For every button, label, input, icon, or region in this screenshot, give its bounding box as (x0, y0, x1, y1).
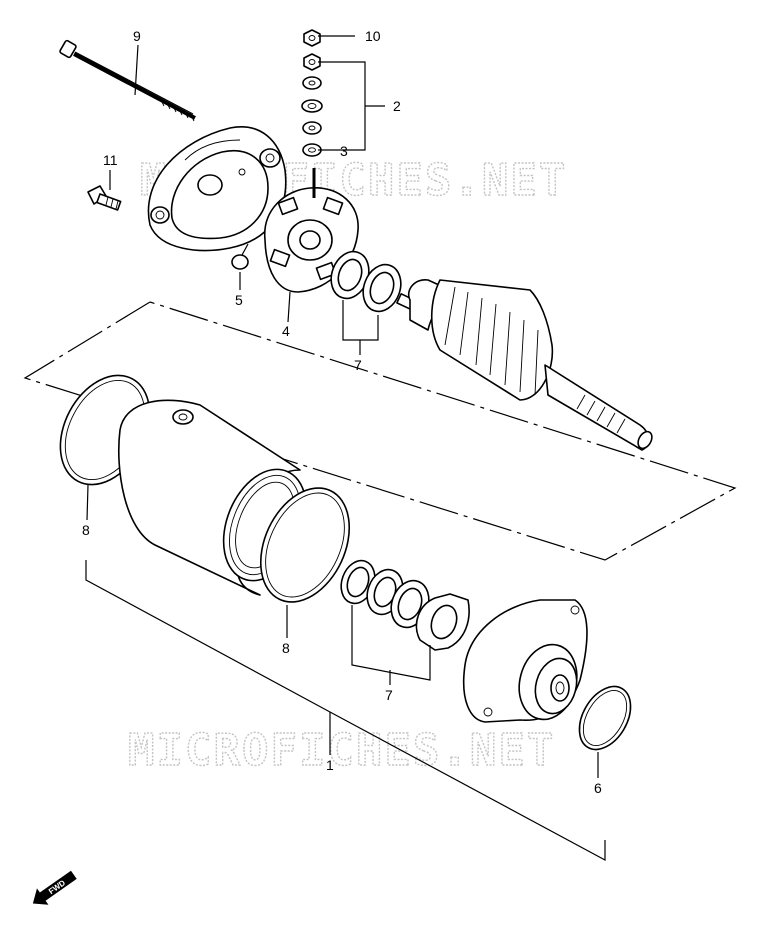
front-oring-part (578, 685, 632, 751)
lower-washers-part (340, 559, 470, 651)
washer-stack-part (301, 29, 323, 157)
right-oring-part (259, 487, 351, 603)
armature-group-box (23, 301, 737, 561)
callout-5: 5 (235, 292, 243, 308)
small-bolt-part (87, 185, 122, 211)
callout-9: 9 (133, 28, 141, 44)
callout-8-left: 8 (82, 522, 90, 538)
assembly-bracket (85, 560, 606, 862)
leader-lines (86, 35, 599, 778)
callout-2: 2 (393, 98, 401, 114)
callout-8-right: 8 (282, 640, 290, 656)
callout-10: 10 (365, 28, 381, 44)
callout-1: 1 (326, 757, 334, 773)
front-end-cover-part (462, 599, 588, 723)
callout-3: 3 (340, 143, 348, 159)
callout-labels: 9 10 2 3 11 5 4 7 8 8 7 1 6 (82, 28, 602, 796)
callout-6: 6 (594, 780, 602, 796)
upper-washers-part (330, 250, 402, 313)
rear-end-cover-part (147, 126, 287, 252)
long-bolt-part (59, 39, 196, 122)
callout-4: 4 (282, 323, 290, 339)
callout-11: 11 (103, 152, 118, 168)
fwd-arrow-icon: FWD (32, 870, 77, 905)
watermark-bottom: MICROFICHES.NET (128, 725, 555, 776)
callout-7-upper: 7 (354, 357, 362, 373)
clip-part (231, 243, 249, 270)
callout-7-lower: 7 (385, 687, 393, 703)
armature-part (396, 279, 653, 451)
